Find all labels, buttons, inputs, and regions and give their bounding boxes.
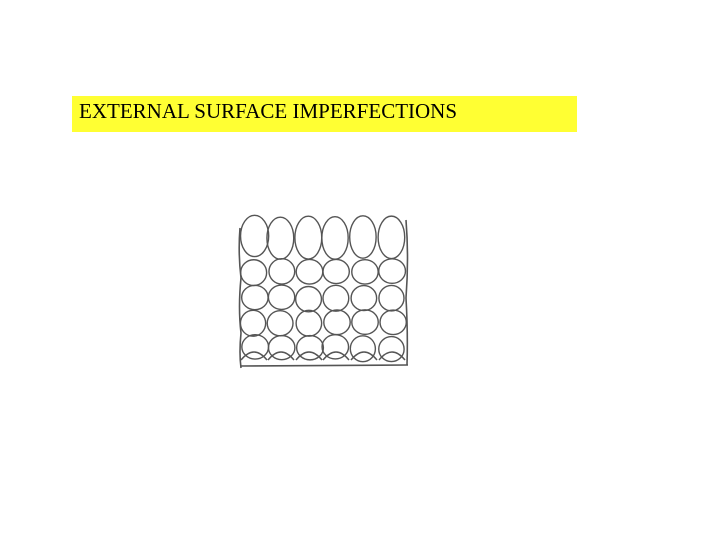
atom xyxy=(267,284,296,311)
atom xyxy=(322,284,350,312)
lattice-right-edge xyxy=(405,219,409,366)
atom-bottom-row xyxy=(350,351,378,361)
slide-title-text: EXTERNAL SURFACE IMPERFECTIONS xyxy=(79,99,458,123)
atom xyxy=(239,309,267,337)
atom xyxy=(321,334,350,360)
atom xyxy=(295,334,325,361)
atom xyxy=(351,258,379,285)
atom xyxy=(323,309,351,336)
atom xyxy=(266,310,294,337)
atom xyxy=(267,334,296,361)
atom xyxy=(349,335,377,363)
atom-top-row xyxy=(348,215,377,259)
atom-bottom-row xyxy=(378,351,406,361)
atom xyxy=(240,284,269,311)
atom-top-row xyxy=(321,216,349,260)
atom xyxy=(239,259,268,287)
atom xyxy=(295,309,323,337)
atom xyxy=(350,284,378,312)
atom-bottom-row xyxy=(322,351,350,361)
atom-bottom-row xyxy=(240,351,268,361)
atom xyxy=(378,284,405,312)
atom xyxy=(295,258,324,285)
atom-top-row xyxy=(239,214,270,258)
slide-title: EXTERNAL SURFACE IMPERFECTIONS xyxy=(72,96,577,132)
atom-top-row xyxy=(294,215,323,260)
atom xyxy=(378,258,407,285)
atom xyxy=(378,335,405,363)
atom xyxy=(268,258,296,285)
atom xyxy=(379,309,407,336)
atom xyxy=(322,258,351,285)
atom xyxy=(351,309,379,336)
atom-bottom-row xyxy=(267,351,295,361)
atom-top-row xyxy=(377,215,406,260)
lattice-left-edge xyxy=(238,227,242,369)
atom xyxy=(294,285,323,313)
atom-top-row xyxy=(266,216,295,260)
atom-bottom-row xyxy=(295,351,323,361)
atom-lattice-diagram xyxy=(238,214,409,369)
lattice-bottom-edge xyxy=(240,364,409,367)
